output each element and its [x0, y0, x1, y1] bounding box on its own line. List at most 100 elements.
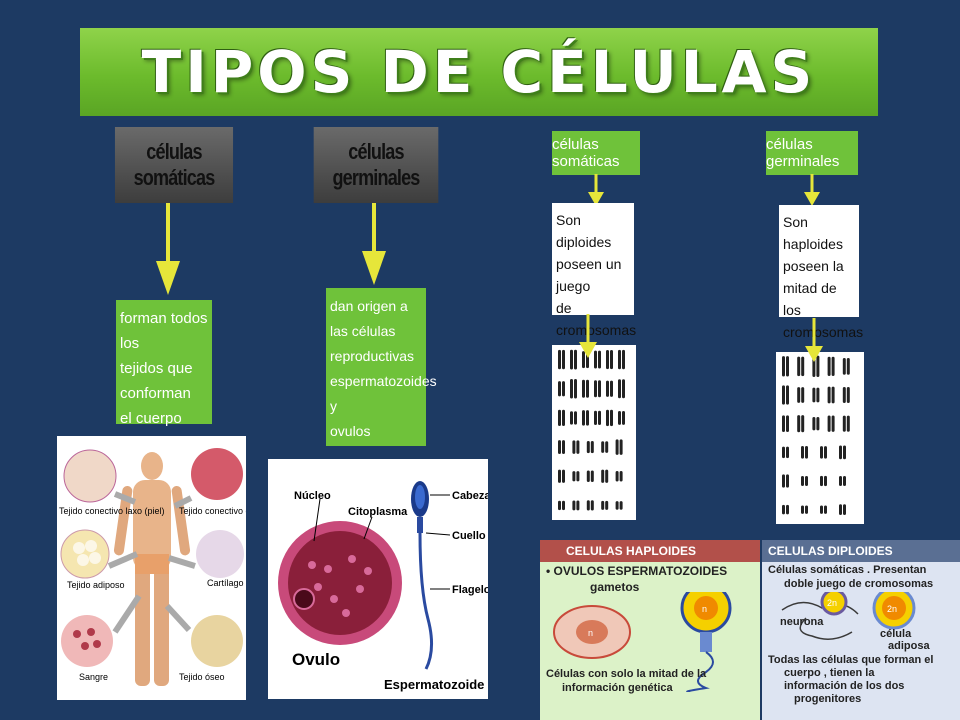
tissue-label-4: Sangre	[79, 672, 108, 682]
diploid-footer-0: Todas las células que forman el	[768, 654, 934, 666]
right-somatic-description: Son diploides poseen un juego de cromoso…	[552, 203, 636, 360]
chromosome	[572, 440, 576, 454]
tissue-label-3: Cartílago	[207, 578, 244, 588]
diploid-footer-3: progenitores	[794, 693, 862, 705]
arrow-right-germinal-bottom	[805, 318, 823, 362]
germinal-header-box: células germinales	[313, 127, 439, 203]
chromosome	[782, 474, 785, 488]
chromosome	[843, 476, 846, 486]
chromosome	[562, 469, 565, 483]
chromosome	[586, 500, 590, 511]
chromosome	[594, 380, 597, 398]
chromosome	[598, 410, 601, 426]
chromosome	[558, 500, 561, 511]
chromosome	[801, 446, 804, 459]
chromosome	[797, 356, 801, 377]
chromosome	[839, 445, 842, 460]
chromosome	[574, 349, 577, 370]
haploid-sub: gametos	[590, 580, 640, 594]
chromosome	[582, 379, 585, 398]
chromosome	[619, 439, 623, 455]
chromosome	[615, 501, 619, 510]
chromosome	[812, 387, 816, 403]
somatic-header-label: células somáticas	[133, 139, 216, 190]
chromosome	[846, 357, 850, 375]
label-espermatozoide: Espermatozoide	[384, 677, 484, 692]
chromosome	[843, 445, 846, 460]
chromosome	[805, 446, 808, 459]
chromosome	[782, 504, 785, 515]
chromosome	[827, 386, 831, 404]
chromosome	[786, 415, 789, 432]
chromosome	[618, 379, 621, 399]
karyotype-haploid-graphic	[782, 355, 850, 516]
arrow-right-somatic-bottom	[579, 314, 597, 358]
tissue-label-5: Tejido óseo	[179, 672, 225, 682]
germinal-description-box: dan origen a las células reproductivas e…	[326, 288, 437, 446]
diploid-celula: célula	[880, 628, 912, 640]
chromosome	[622, 379, 625, 399]
chromosome	[839, 476, 842, 486]
chromosome	[801, 415, 805, 433]
chromosome	[558, 440, 561, 455]
chromosome	[619, 471, 623, 482]
right-germinal-header: células germinales	[766, 131, 858, 175]
chromosome	[590, 470, 594, 482]
chromosome	[812, 355, 816, 378]
chromosome	[582, 410, 585, 426]
chromosome	[786, 356, 789, 377]
label-nucleo: Núcleo	[294, 490, 331, 502]
gametes-illustration: Núcleo Citoplasma Ovulo Cabeza Cuello Fl…	[268, 459, 491, 699]
chromosome	[558, 469, 561, 483]
chromosome	[562, 349, 565, 370]
chromosome	[605, 500, 609, 510]
chromosome	[601, 469, 605, 483]
chromosome	[801, 476, 804, 486]
chromosome	[610, 380, 613, 397]
chromosome	[618, 349, 621, 370]
chromosome	[824, 475, 827, 487]
diploid-header: CELULAS DIPLOIDES	[762, 540, 960, 562]
chromosome	[615, 471, 619, 482]
chromosome	[606, 350, 609, 370]
label-flagelo: Flagelo	[452, 584, 488, 596]
chromosome	[801, 356, 805, 377]
chromosome	[801, 387, 805, 403]
chromosome	[622, 410, 625, 425]
diploid-line1: Células somáticas . Presentan	[768, 564, 927, 576]
diploid-c2: 2n	[887, 604, 897, 614]
arrow-germinal-left	[362, 203, 386, 285]
diploid-c1: 2n	[827, 598, 837, 608]
chromosome	[576, 471, 580, 482]
chromosome	[824, 446, 827, 459]
chromosome	[622, 349, 625, 370]
tissue-label-0: Tejido conectivo laxo (piel)	[59, 506, 165, 516]
chromosome	[576, 500, 580, 511]
chromosome	[586, 440, 590, 454]
chromosome	[576, 440, 580, 454]
chromosome	[786, 474, 789, 488]
chromosome	[816, 387, 820, 403]
chromosome	[831, 415, 835, 432]
chromosome	[590, 440, 594, 454]
chromosome	[816, 417, 820, 431]
gametes-graphic: Núcleo Citoplasma Ovulo Cabeza Cuello Fl…	[278, 481, 491, 692]
chromosome	[562, 440, 565, 455]
arrow-right-somatic-top	[588, 174, 604, 206]
chromosome	[601, 441, 605, 453]
right-germinal-description: Son haploides poseen la mitad de los cro…	[779, 205, 863, 340]
karyotype-diploid-graphic	[558, 349, 625, 511]
chromosome	[562, 409, 565, 427]
chromosome	[572, 500, 576, 511]
chromosome	[572, 471, 576, 482]
chromosome	[605, 441, 609, 453]
chromosome	[610, 409, 613, 427]
diploid-graphic: 2n 2n	[781, 592, 916, 640]
chromosome	[598, 350, 601, 369]
chromosome	[786, 446, 789, 459]
haploid-panel: CELULAS HAPLOIDES • OVULOS ESPERMATOZOID…	[540, 540, 760, 720]
haploid-n1: n	[588, 628, 593, 638]
chromosome	[618, 410, 621, 425]
chromosome	[586, 379, 589, 398]
chromosome	[801, 505, 804, 514]
